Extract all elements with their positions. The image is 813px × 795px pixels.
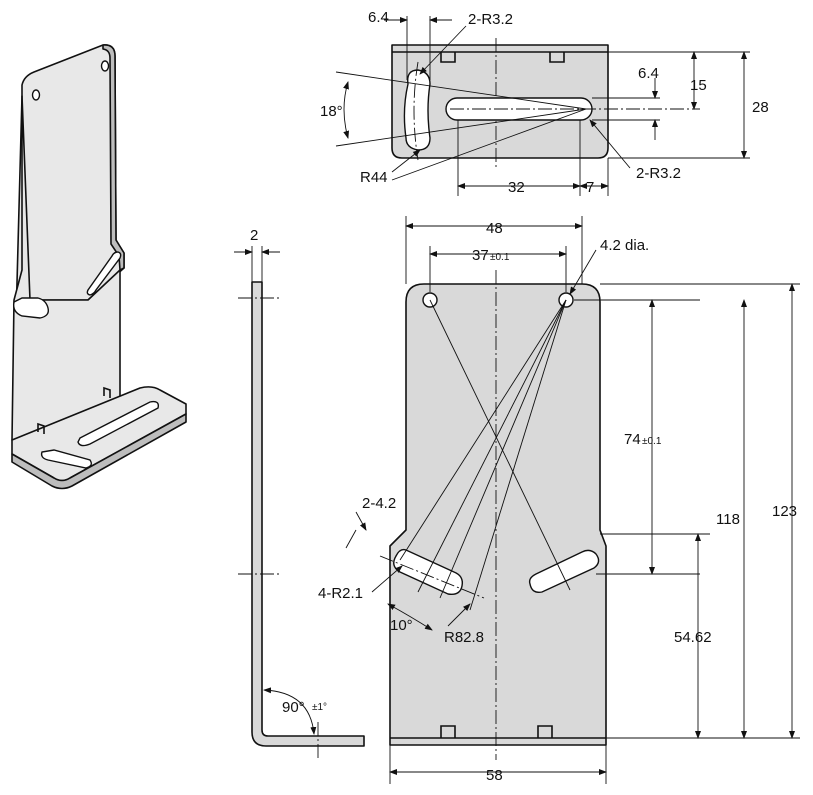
top-dim-32: 32 xyxy=(508,179,525,196)
top-dim-6-4: 6.4 xyxy=(368,9,389,26)
front-dim-37-tol: ±0.1 xyxy=(490,252,510,263)
front-dim-74: 74 xyxy=(624,431,641,448)
iso-hole-left xyxy=(31,89,41,101)
iso-tab-1 xyxy=(37,422,45,434)
iso-slot-upper xyxy=(86,251,122,296)
front-dim-74-tol: ±0.1 xyxy=(642,436,662,447)
front-dim-r82-8: R82.8 xyxy=(444,629,484,646)
top-dim-6-4-right: 6.4 xyxy=(638,65,659,82)
iso-slot-left xyxy=(12,297,50,319)
isometric-view xyxy=(11,44,187,490)
front-dim-54-62: 54.62 xyxy=(674,629,712,646)
front-view-plate xyxy=(389,283,607,746)
side-dim-90: 90° xyxy=(282,699,305,716)
side-dim-2: 2 xyxy=(250,227,258,244)
top-dim-7: 7 xyxy=(586,179,594,196)
top-view: 6.4 2-R3.2 6.4 15 28 18° R44 32 7 2-R3.2 xyxy=(320,9,769,196)
iso-hole-right xyxy=(100,60,110,72)
front-view: 48 37 ±0.1 4.2 dia. 74 ±0.1 118 123 2-4.… xyxy=(318,216,800,784)
top-dim-r44: R44 xyxy=(360,169,388,186)
iso-base-edge xyxy=(11,413,187,490)
front-dim-2-4-2: 2-4.2 xyxy=(362,495,396,512)
side-view: 2 90° ±1° xyxy=(234,227,365,760)
top-dim-2-r3-2-left: 2-R3.2 xyxy=(468,11,513,28)
front-dim-123: 123 xyxy=(772,503,797,520)
top-curved-slot xyxy=(403,69,431,151)
side-view-profile xyxy=(251,281,365,747)
top-dim-18-deg: 18° xyxy=(320,103,343,120)
iso-base-slot-2 xyxy=(40,449,93,469)
side-dim-90-tol: ±1° xyxy=(312,702,327,713)
front-dim-118: 118 xyxy=(716,511,740,528)
front-dim-48: 48 xyxy=(486,220,503,237)
front-dim-58: 58 xyxy=(486,767,503,784)
top-dim-15: 15 xyxy=(690,77,707,94)
front-dim-4-r2-1: 4-R2.1 xyxy=(318,585,363,602)
iso-tab-2 xyxy=(103,386,111,398)
top-dim-2-r3-2-right: 2-R3.2 xyxy=(636,165,681,182)
iso-base-slot-1 xyxy=(77,400,160,447)
front-dim-37: 37 xyxy=(472,247,489,264)
front-dim-10-deg: 10° xyxy=(390,617,413,634)
front-dim-4-2-dia: 4.2 dia. xyxy=(600,237,649,254)
front-slot-right xyxy=(528,549,600,594)
top-dim-28: 28 xyxy=(752,99,769,116)
